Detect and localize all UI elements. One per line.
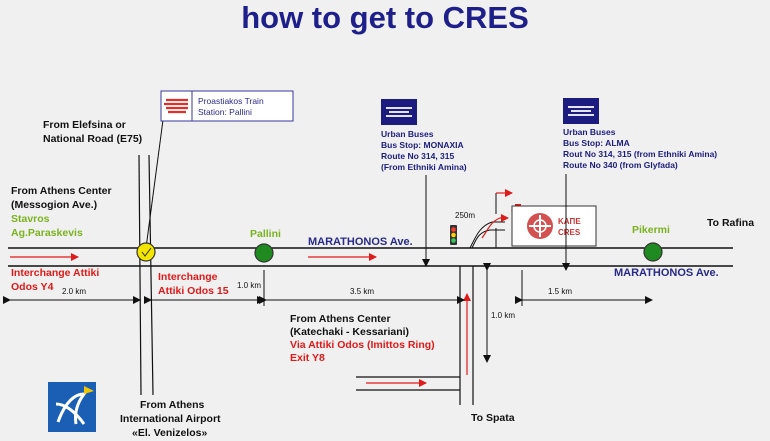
pikermi-station-marker	[643, 242, 663, 262]
airport-label-2: International Airport	[120, 413, 221, 425]
svg-text:3.5 km: 3.5 km	[350, 287, 374, 296]
traffic-light-icon	[450, 225, 457, 245]
odos-y4-label: Odos Y4	[11, 281, 54, 293]
svg-text:1.5 km: 1.5 km	[548, 287, 572, 296]
katechaki-label: (Katechaki - Kessariani)	[290, 326, 409, 338]
distance-3-5: 3.5 km	[259, 287, 465, 304]
bus1-line4: (From Ethniki Amina)	[381, 162, 467, 172]
distance-1-0-vertical: 1.0 km	[483, 263, 515, 363]
attiki-odos-road	[138, 119, 164, 396]
via-attiki-label: Via Attiki Odos (Imittos Ring)	[290, 339, 435, 351]
from-elefsina-label: From Elefsina or	[43, 119, 126, 131]
svg-text:2.0 km: 2.0 km	[62, 287, 86, 296]
bus2-line1: Urban Buses	[563, 127, 616, 137]
svg-text:1.0 km: 1.0 km	[491, 311, 515, 320]
svg-text:1.0 km: 1.0 km	[237, 281, 261, 290]
cres-building: ΚΑΠΕ CRES	[511, 205, 597, 247]
attiki-odos-15-label: Attiki Odos 15	[158, 285, 229, 297]
airport-logo-icon	[48, 382, 96, 432]
bus1-line3: Route No 314, 315	[381, 151, 454, 161]
distance-250m: 250m	[455, 211, 475, 220]
messogion-label: (Messogion Ave.)	[11, 199, 97, 211]
airport-label-3: «El. Venizelos»	[132, 427, 207, 439]
exit-y8-label: Exit Y8	[290, 352, 325, 364]
airport-label-1: From Athens	[140, 399, 205, 411]
interchange-y4-label: Interchange Attiki	[11, 267, 99, 279]
train-station-box: Proastiakos Train Station: Pallini	[160, 90, 294, 122]
bus1-line2: Bus Stop: MONAXIA	[381, 140, 464, 150]
from-athens-center-label: From Athens Center	[11, 185, 112, 197]
stavros-label: Stavros	[11, 213, 50, 225]
train-icon	[164, 98, 188, 114]
bus-stop-monaxia: Urban Buses Bus Stop: MONAXIA Route No 3…	[381, 99, 467, 267]
from-athens-south-label: From Athens Center	[290, 313, 391, 325]
bus2-line3: Rout No 314, 315 (from Ethniki Amina)	[563, 149, 717, 159]
bus1-line1: Urban Buses	[381, 129, 434, 139]
cres-access-road	[462, 189, 525, 249]
pallini-label: Pallini	[250, 228, 281, 240]
bus2-line2: Bus Stop: ALMA	[563, 138, 630, 148]
national-road-label: National Road (E75)	[43, 133, 142, 145]
cres-logo-greek: ΚΑΠΕ	[558, 217, 581, 226]
map-title: how to get to CRES	[241, 0, 529, 35]
distance-1-5: 1.5 km	[515, 270, 653, 306]
cres-logo-latin: CRES	[558, 228, 581, 237]
spata-road	[356, 266, 474, 405]
marathonos-left-label: MARATHONOS Ave.	[308, 236, 413, 248]
ag-paraskevis-label: Ag.Paraskevis	[11, 227, 83, 239]
train-line-1: Proastiakos Train	[198, 96, 264, 106]
marathonos-right-label: MARATHONOS Ave.	[614, 267, 719, 279]
pallini-station-marker	[254, 243, 274, 263]
to-spata-label: To Spata	[471, 412, 515, 424]
distance-2-0: 2.0 km	[3, 287, 141, 304]
marathonos-avenue	[8, 247, 733, 267]
interchange-15-label: Interchange	[158, 271, 218, 283]
bus-stop-alma: Urban Buses Bus Stop: ALMA Rout No 314, …	[562, 98, 717, 271]
to-rafina-label: To Rafina	[707, 217, 754, 229]
bus2-line4: Route No 340 (from Glyfada)	[563, 160, 678, 170]
pikermi-label: Pikermi	[632, 224, 670, 236]
interchange-y4-marker	[136, 242, 156, 262]
cres-logo-icon	[527, 213, 553, 239]
train-line-2: Station: Pallini	[198, 107, 252, 117]
